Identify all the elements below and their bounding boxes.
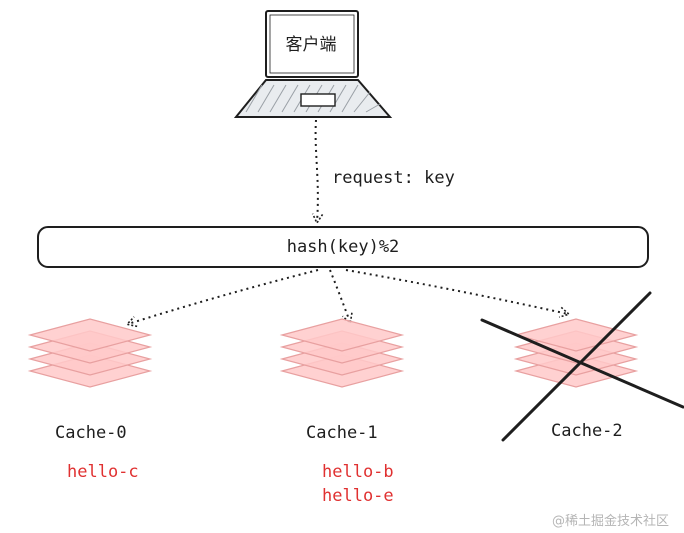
cache-2-removed-cross-icon [480,291,684,442]
arrow-to-cache-0 [125,269,319,328]
cache-layer [279,318,405,352]
cache-1-name: Cache-1 [306,423,378,443]
cache-1-stack-icon [279,318,405,388]
hash-function-label: hash(key)%2 [286,237,400,257]
cache-layer [513,318,639,352]
cache-key: hello-e [322,486,394,506]
client-label: 客户端 [285,35,337,55]
cache-2-stack-icon [513,318,639,388]
cache-0-name: Cache-0 [55,423,127,443]
request-label: request: key [332,168,455,188]
cache-0-stack-icon [27,318,153,388]
watermark: @稀土掘金技术社区 [552,514,670,529]
cache-1-key-list: hello-b hello-e [322,462,394,506]
cache-key: hello-b [322,462,394,482]
arrow-to-cache-1 [329,269,353,325]
request-arrow [311,119,324,225]
hash-box [37,226,649,268]
laptop-icon [233,10,393,118]
arrow-to-cache-2 [345,269,571,318]
cache-key: hello-c [67,462,139,482]
cache-0-key-list: hello-c [67,462,139,482]
cache-layer [27,318,153,352]
cache-2-name: Cache-2 [551,421,623,441]
